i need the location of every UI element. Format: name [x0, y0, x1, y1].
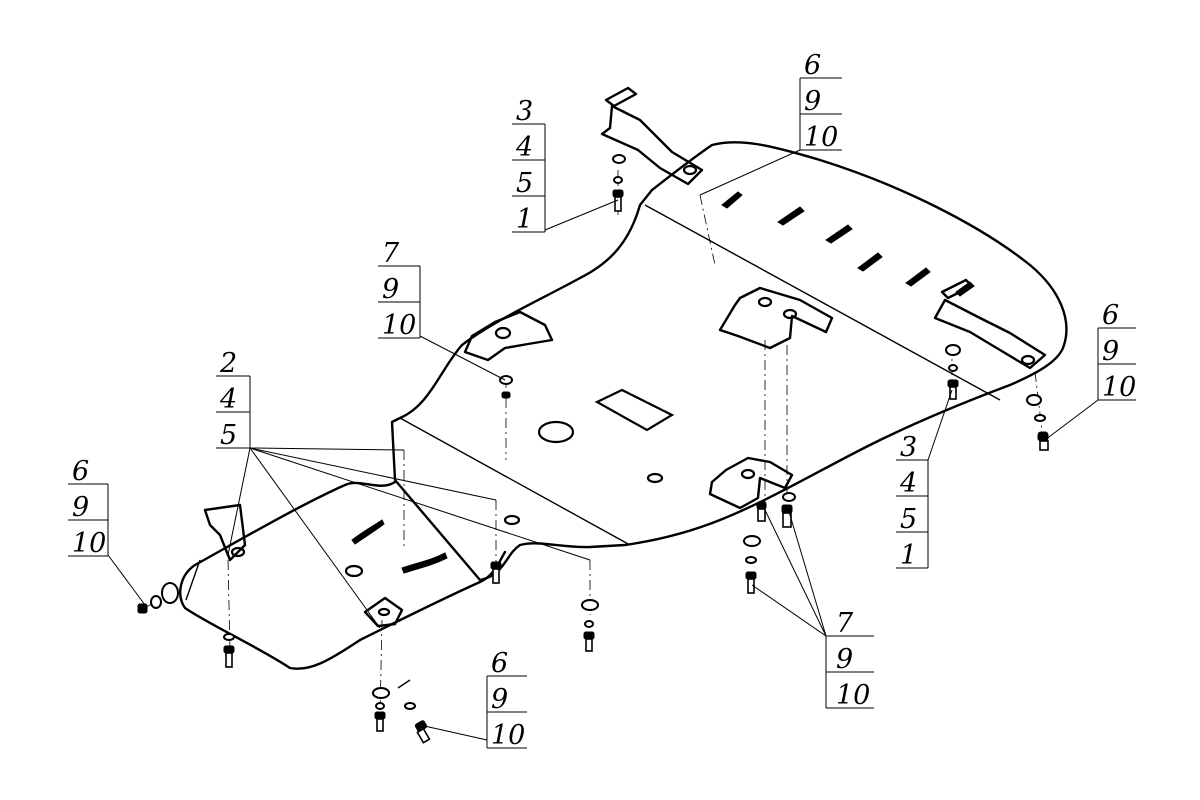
callout-number: 1 — [516, 204, 533, 235]
callout-front-left: 6 9 10 — [68, 456, 109, 559]
center-bracket-lower — [708, 456, 794, 510]
callout-number: 6 — [491, 648, 508, 679]
callout-top-bolt: 6 9 10 — [799, 50, 842, 153]
callout-number: 6 — [804, 50, 821, 81]
callout-number: 9 — [491, 684, 508, 715]
callout-number: 9 — [72, 492, 89, 523]
callout-number: 3 — [900, 432, 917, 463]
callout-number: 9 — [804, 86, 821, 117]
callout-number: 9 — [836, 644, 853, 675]
callout-bottom-bolt: 6 9 10 — [486, 648, 527, 751]
callout-number: 6 — [1102, 300, 1119, 331]
callout-lower-center: 7 9 10 — [825, 608, 874, 711]
callout-number: 5 — [516, 168, 533, 199]
callout-number: 10 — [1102, 372, 1136, 403]
callout-center-bolts: 7 9 10 — [378, 238, 421, 341]
callout-right-bracket: 3 4 5 1 — [896, 432, 929, 571]
front-center-bracket — [363, 596, 404, 628]
fasteners — [137, 154, 1049, 744]
front-left-bracket — [203, 503, 247, 562]
callout-number: 5 — [900, 504, 917, 535]
top-bracket — [600, 86, 704, 186]
callout-number: 3 — [516, 96, 533, 127]
callout-number: 9 — [1102, 336, 1119, 367]
callout-number: 2 — [219, 348, 237, 379]
callout-number: 6 — [72, 456, 89, 487]
callout-number: 9 — [382, 274, 399, 305]
callout-number: 10 — [72, 528, 106, 559]
callout-right-bolt: 6 9 10 — [1097, 300, 1136, 403]
leader-lines — [107, 149, 1099, 741]
callout-number: 7 — [836, 608, 854, 639]
callout-number: 10 — [804, 122, 838, 153]
callout-rear-bracket: 3 4 5 1 — [512, 96, 546, 235]
callout-number: 5 — [220, 420, 237, 451]
callout-number: 7 — [382, 238, 400, 269]
callout-left-step: 2 4 5 — [216, 348, 251, 451]
callout-number: 10 — [382, 310, 416, 341]
callout-number: 4 — [219, 384, 237, 415]
callout-number: 10 — [491, 720, 525, 751]
center-bracket-upper — [718, 286, 834, 350]
callout-number: 4 — [515, 132, 533, 163]
right-bracket — [933, 278, 1047, 370]
main-skid-plate — [390, 141, 1068, 582]
callout-number: 10 — [836, 680, 870, 711]
left-bracket — [463, 310, 554, 362]
callout-number: 4 — [899, 468, 917, 499]
callout-number: 1 — [900, 540, 917, 571]
